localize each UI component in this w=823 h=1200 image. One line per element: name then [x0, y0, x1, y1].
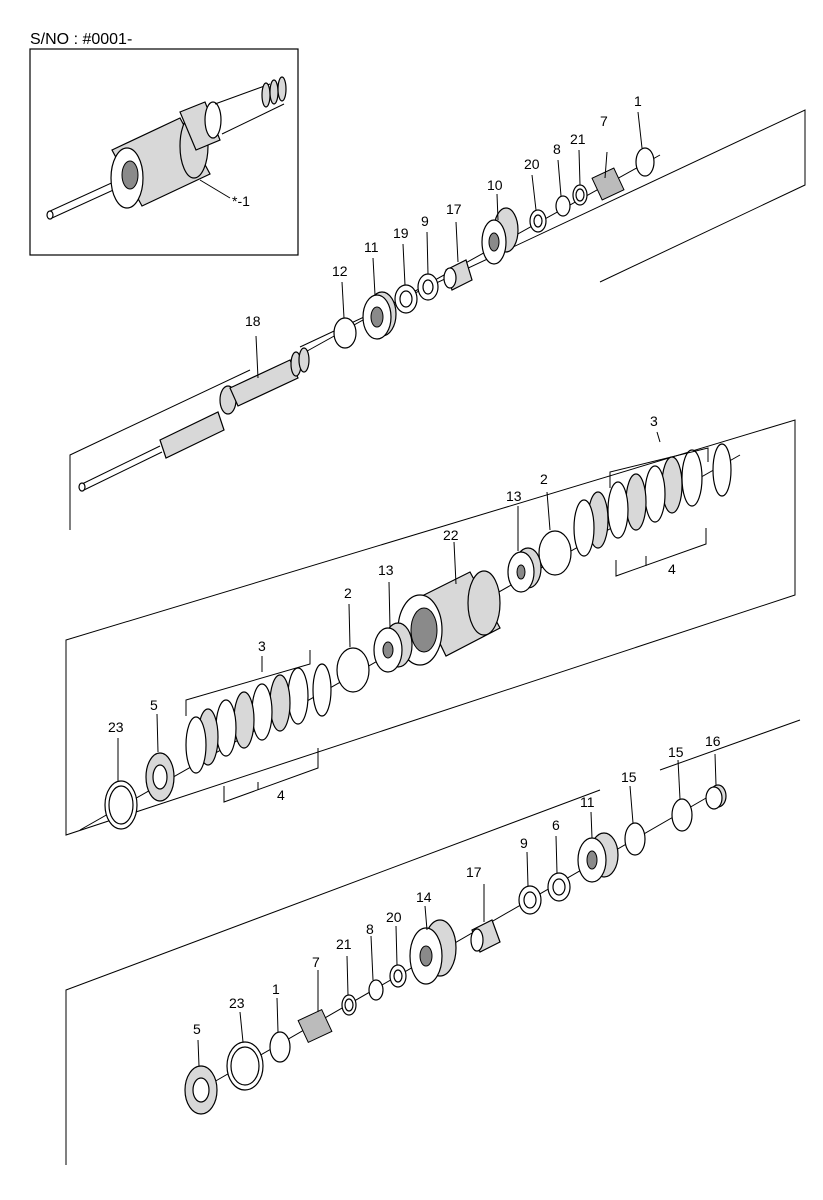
callout-lower-1: 1 [272, 981, 280, 997]
callout-clutch-lower-3: 3 [258, 638, 266, 654]
callout-upper-18: 18 [245, 313, 261, 329]
part-13-bearing-upper: 13 [506, 488, 542, 593]
part-10-gear: 10 [481, 177, 519, 265]
callout-clutch-upper-13: 13 [506, 488, 522, 504]
callout-clutch-lower-4: 4 [277, 787, 285, 803]
clutch-section: 3 4 2 13 22 13 [65, 413, 796, 836]
callout-lower-23: 23 [229, 995, 245, 1011]
callout-lower-20: 20 [386, 909, 402, 925]
callout-upper-12: 12 [332, 263, 348, 279]
part-5-retainer-upper: 5 [145, 697, 175, 802]
lower-clutch-pack: 3 4 [185, 638, 332, 803]
part-20-washer-lower: 20 [386, 909, 407, 988]
callout-lower-21: 21 [336, 936, 352, 952]
callout-upper-21: 21 [570, 131, 586, 147]
callout-upper-19: 19 [393, 225, 409, 241]
part-20-washer: 20 [524, 156, 547, 233]
callout-upper-10: 10 [487, 177, 503, 193]
shaft-section-lower: 16 15 15 11 6 9 [65, 719, 801, 1165]
callout-clutch-5: 5 [150, 697, 158, 713]
callout-inset: *-1 [232, 193, 250, 209]
part-8-snap-ring: 8 [553, 141, 571, 217]
part-7-spring: 7 [591, 113, 625, 201]
callout-lower-7: 7 [312, 954, 320, 970]
callout-lower-15a: 15 [668, 744, 684, 760]
part-5-retainer-lower: 5 [184, 1021, 218, 1115]
callout-clutch-upper-4: 4 [668, 561, 676, 577]
callout-lower-8: 8 [366, 921, 374, 937]
callout-lower-15b: 15 [621, 769, 637, 785]
part-9-washer: 9 [417, 213, 439, 301]
assembled-shaft-image [46, 76, 287, 220]
part-11-bearing: 11 [362, 239, 397, 340]
callout-lower-14: 14 [416, 889, 432, 905]
part-8-snap-ring-lower: 8 [366, 921, 384, 1001]
part-18-shaft: 18 [78, 313, 310, 492]
callout-lower-11: 11 [580, 794, 595, 810]
part-12-shim: 12 [332, 263, 357, 349]
callout-upper-17: 17 [446, 201, 462, 217]
part-2-shim-lower: 2 [336, 585, 370, 693]
part-23-ring-lower: 23 [226, 995, 264, 1091]
callout-lower-16: 16 [705, 733, 721, 749]
callout-upper-1: 1 [634, 93, 642, 109]
part-17-sleeve: 17 [443, 201, 473, 291]
serial-number-label: S/NO : #0001- [30, 31, 132, 48]
callout-clutch-22: 22 [443, 527, 459, 543]
part-15-shim-a: 15 [668, 744, 693, 832]
callout-lower-5: 5 [193, 1021, 201, 1037]
callout-lower-6: 6 [552, 817, 560, 833]
callout-clutch-lower-13: 13 [378, 562, 394, 578]
callout-clutch-lower-2: 2 [344, 585, 352, 601]
part-22-drum: 22 [397, 527, 501, 666]
part-23-ring-upper: 23 [104, 719, 138, 830]
part-21-ring: 21 [570, 131, 588, 206]
callout-upper-8: 8 [553, 141, 561, 157]
part-19-washer: 19 [393, 225, 418, 314]
part-6-washer: 6 [547, 817, 571, 902]
callout-upper-11: 11 [364, 239, 379, 255]
part-9-washer-lower: 9 [518, 835, 542, 915]
part-16-seal: 16 [705, 733, 727, 810]
callout-lower-9: 9 [520, 835, 528, 851]
part-2-shim-upper: 2 [538, 471, 572, 576]
callout-clutch-upper-2: 2 [540, 471, 548, 487]
assembly-inset: *-1 [29, 48, 299, 256]
callout-upper-20: 20 [524, 156, 540, 172]
callout-clutch-upper-3: 3 [650, 413, 658, 429]
part-14-gear: 14 [409, 889, 457, 985]
callout-upper-9: 9 [421, 213, 429, 229]
part-17-sleeve-lower: 17 [466, 864, 501, 953]
part-1-shim: 1 [634, 93, 655, 177]
part-15-shim-b: 15 [621, 769, 646, 856]
callout-lower-17: 17 [466, 864, 482, 880]
shaft-section-upper: 1 7 21 8 20 10 [69, 93, 806, 530]
part-1-shim-lower: 1 [269, 981, 291, 1063]
upper-clutch-pack: 3 4 [573, 413, 732, 577]
part-11-bearing-lower: 11 [577, 794, 619, 883]
callout-upper-7: 7 [600, 113, 608, 129]
callout-clutch-23: 23 [108, 719, 124, 735]
part-13-bearing-lower: 13 [373, 562, 413, 673]
part-7-spring-lower: 7 [297, 954, 333, 1044]
part-21-ring-lower: 21 [336, 936, 357, 1016]
